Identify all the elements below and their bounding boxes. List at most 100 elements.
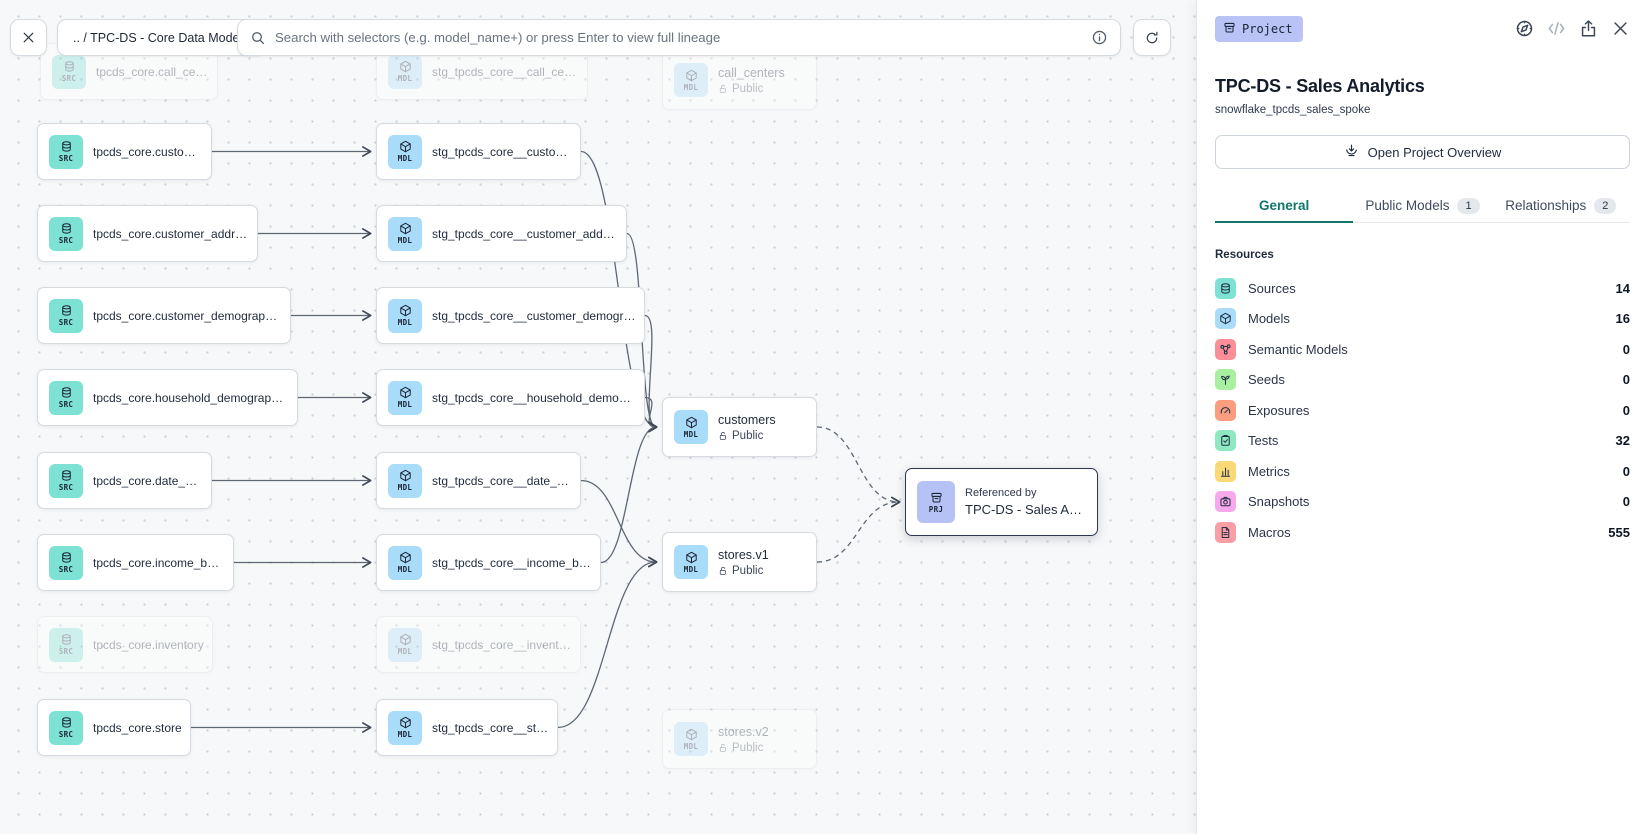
node-label: stg_tpcds_core__inventory: [432, 637, 572, 652]
node-label: tpcds_core.inventory: [93, 637, 204, 652]
resource-row-metrics[interactable]: Metrics 0: [1215, 456, 1630, 487]
graph-node-mdl_customer_demographics[interactable]: MDL stg_tpcds_core__customer_demogra…: [376, 287, 645, 344]
lock-open-icon: [718, 743, 728, 753]
graph-node-mdl_inventory[interactable]: MDL stg_tpcds_core__inventory: [376, 616, 581, 673]
node-label: customers: [718, 412, 776, 427]
gauge-icon: [1215, 399, 1236, 421]
search-icon: [250, 30, 266, 46]
cube-icon: MDL: [388, 627, 422, 662]
clipboard-check-icon: [1215, 430, 1236, 452]
node-visibility: Public: [732, 741, 764, 754]
info-icon[interactable]: [1091, 29, 1108, 46]
tab-count-badge: 2: [1594, 197, 1617, 214]
search-input[interactable]: Search with selectors (e.g. model_name+)…: [237, 19, 1121, 56]
semantic-graph-icon: [1215, 338, 1236, 360]
node-label: stg_tpcds_core__customer_demogra…: [432, 308, 636, 323]
lock-open-icon: [718, 566, 728, 576]
bar-chart-icon: [1215, 460, 1236, 482]
database-icon: SRC: [52, 54, 86, 89]
resource-label: Tests: [1248, 433, 1279, 449]
cube-icon: MDL: [388, 216, 422, 251]
node-visibility: Public: [732, 82, 764, 95]
project-badge-label: Project: [1242, 22, 1293, 36]
node-visibility: Public: [732, 429, 764, 442]
refresh-lineage-button[interactable]: [1133, 19, 1171, 56]
resource-label: Metrics: [1248, 463, 1290, 479]
lock-open-icon: [718, 84, 728, 94]
node-label: stg_tpcds_core__income_band: [432, 555, 592, 570]
search-placeholder: Search with selectors (e.g. model_name+)…: [275, 30, 721, 45]
database-icon: SRC: [49, 627, 83, 662]
panel-header: Project: [1215, 16, 1630, 42]
resource-count: 0: [1622, 463, 1630, 479]
share-button[interactable]: [1579, 19, 1598, 38]
open-project-overview-button[interactable]: Open Project Overview: [1215, 135, 1630, 169]
node-label: stg_tpcds_core__date_dim: [432, 473, 572, 488]
resource-row-models[interactable]: Models 16: [1215, 304, 1630, 335]
node-label: tpcds_core.store: [93, 720, 182, 735]
resource-row-macros[interactable]: Macros 555: [1215, 517, 1630, 548]
tab-label: General: [1259, 198, 1310, 213]
lock-open-icon: [718, 431, 728, 441]
resource-count: 555: [1608, 524, 1630, 540]
archive-icon: [1223, 21, 1236, 37]
resource-label: Exposures: [1248, 402, 1310, 418]
resource-count: 16: [1615, 311, 1630, 327]
resource-label: Macros: [1248, 524, 1291, 540]
resource-count: 0: [1622, 402, 1630, 418]
code-icon: [1547, 19, 1566, 38]
explore-button[interactable]: [1515, 19, 1534, 38]
resource-row-exposures[interactable]: Exposures 0: [1215, 395, 1630, 426]
database-icon: [1215, 277, 1236, 299]
node-visibility: Public: [732, 564, 764, 577]
node-label: TPC-DS - Sales Analytics: [965, 502, 1089, 517]
breadcrumb[interactable]: .. / TPC-DS - Core Data Models: [57, 19, 265, 56]
file-icon: [1215, 521, 1236, 543]
node-label: stores.v1: [718, 547, 769, 562]
close-lineage-button[interactable]: [10, 19, 47, 56]
cube-icon: MDL: [388, 298, 422, 333]
cube-icon: MDL: [674, 722, 708, 756]
node-label: tpcds_core.date_dim: [93, 473, 203, 488]
node-label: stg_tpcds_core__call_center: [432, 64, 579, 79]
resource-count: 0: [1622, 341, 1630, 357]
code-button[interactable]: [1547, 19, 1566, 38]
compass-icon: [1515, 19, 1534, 38]
database-icon: SRC: [49, 545, 83, 580]
tab-general[interactable]: General: [1215, 190, 1354, 223]
graph-node-src_inventory[interactable]: SRC tpcds_core.inventory: [37, 616, 213, 673]
seedling-icon: [1215, 369, 1236, 391]
resource-label: Models: [1248, 311, 1290, 327]
close-panel-button[interactable]: [1611, 19, 1630, 38]
cube-icon: MDL: [674, 545, 708, 579]
project-type-badge: Project: [1215, 16, 1303, 42]
cube-icon: MDL: [388, 54, 422, 89]
